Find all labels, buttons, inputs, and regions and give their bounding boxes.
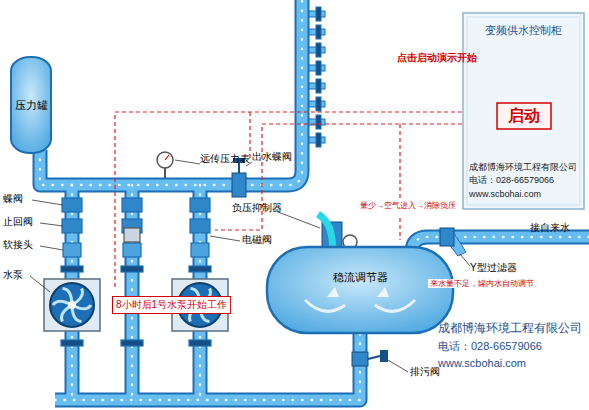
pressure-tank: 压力罐: [10, 56, 52, 154]
part-label: Y型过滤器: [470, 262, 517, 274]
node-text: 稳流调节器: [333, 271, 388, 284]
part-label: 远传压力表: [200, 153, 250, 165]
flow-stabilizer-outline: [265, 245, 455, 335]
part-label: 水泵: [3, 269, 23, 281]
pump-note-box: 8小时后1号水泵开始工作: [112, 296, 231, 314]
node-text: 启动: [508, 107, 540, 125]
company-phone: 电话：028-66579066: [438, 340, 542, 353]
part-label: 排污阀: [410, 366, 440, 378]
start-button: 启动: [496, 102, 552, 130]
part-label: 接自来水: [530, 222, 570, 234]
part-label: 电磁阀: [242, 234, 272, 246]
demo-hint: 点击启动演示开始: [397, 52, 477, 64]
process-note: 量少→空气进入→消除负压: [358, 201, 458, 210]
part-label: 软接头: [3, 239, 33, 251]
company-url: www.scbohai.com: [438, 357, 526, 370]
flow-stabilizer: 稳流调节器: [265, 245, 455, 335]
control-cabinet: 变频供水控制柜成都博海环境工程有限公司电话：028-66579066 www.sc…: [462, 12, 585, 210]
node-text: 压力罐: [15, 99, 48, 112]
node-text: www.scbohai.com: [469, 189, 541, 199]
node-text: 成都博海环境工程有限公司: [469, 162, 577, 172]
part-label: 蝶阀: [3, 193, 23, 205]
process-note: 来水量不足，罐内水自动调节: [428, 279, 536, 288]
company-name: 成都博海环境工程有限公司: [438, 322, 582, 336]
part-label: 止回阀: [3, 216, 33, 228]
node-text: 电话：028-66579066: [469, 175, 554, 185]
part-label: 出水蝶阀: [252, 151, 292, 163]
node-text: 变频供水控制柜: [485, 24, 562, 37]
part-label: 负压抑制器: [232, 202, 282, 214]
node-text: 8小时后1号水泵开始工作: [116, 299, 227, 311]
